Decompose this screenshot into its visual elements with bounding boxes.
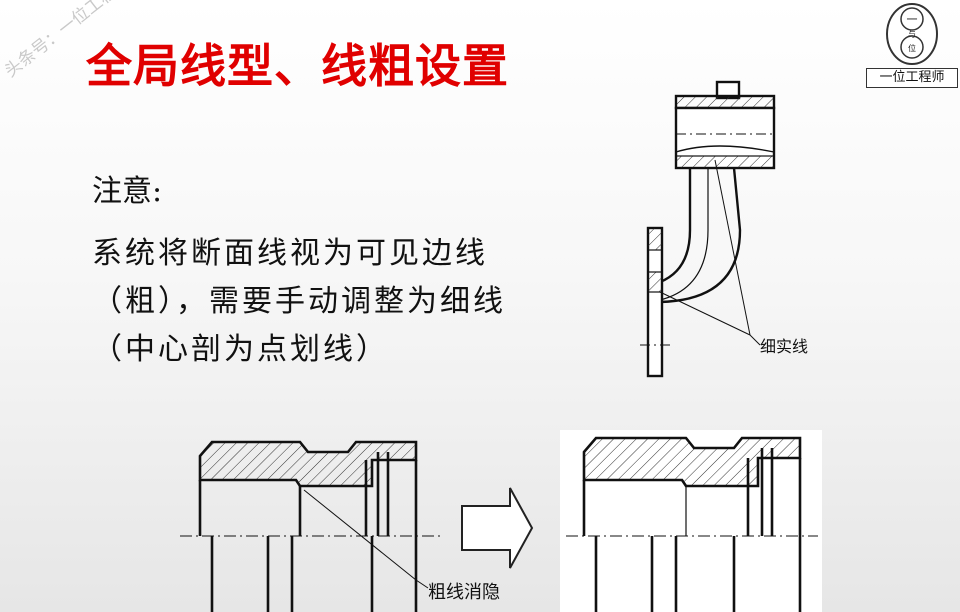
note-heading: 注意:	[92, 174, 163, 209]
logo-emblem-icon: 一 与 位	[886, 3, 938, 65]
logo-glyph-mid: 与	[908, 30, 916, 39]
left-section-drawing	[180, 440, 440, 612]
note-line-2: （粗），需要手动调整为细线	[92, 284, 506, 319]
callout-thick-hidden: 粗线消隐	[428, 582, 500, 603]
elbow-drawing	[640, 80, 776, 378]
page-title: 全局线型、线粗设置	[86, 39, 509, 93]
logo: 一 与 位 一位工程师	[866, 2, 958, 88]
logo-glyph-top: 一	[907, 13, 918, 26]
right-arrow-icon	[461, 487, 534, 569]
logo-caption: 一位工程师	[866, 68, 958, 88]
note-line-1: 系统将断面线视为可见边线	[92, 236, 488, 271]
note-line-3: （中心剖为点划线）	[92, 332, 389, 367]
logo-glyph-bot: 位	[908, 43, 916, 53]
right-section-drawing	[566, 436, 818, 612]
callout-thin-line: 细实线	[760, 337, 809, 356]
